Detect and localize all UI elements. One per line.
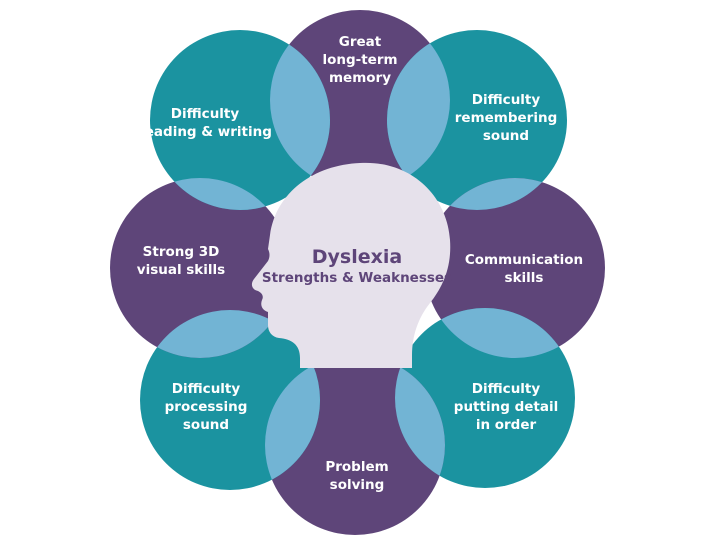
petal-label-line: processing (165, 399, 248, 415)
petal-label-line: Communication (465, 252, 583, 268)
petal-label-line: Difficulty (171, 106, 240, 122)
petal-label-line: sound (183, 417, 229, 433)
petal-label-line: in order (476, 417, 537, 433)
petal-label-line: remembering (455, 110, 557, 126)
petal-label-line: memory (329, 70, 391, 86)
petal-label-bottom-right: Difficulty putting detail in order (454, 381, 558, 433)
center-subtitle: Strengths & Weaknesses (262, 270, 452, 286)
petal-label-top: Great long-term memory (322, 34, 397, 86)
petal-label-line: Difficulty (172, 381, 241, 397)
head-profile-icon (251, 162, 451, 368)
petal-label-bottom-left: Difficulty processing sound (165, 381, 248, 433)
petal-label-line: Strong 3D (143, 244, 220, 260)
petal-label-top-right: Difficulty remembering sound (455, 92, 557, 144)
overlap-bottom-bottom-left (265, 355, 320, 490)
petal-label-line: reading & writing (138, 124, 272, 140)
petal-label-line: putting detail (454, 399, 558, 415)
petal-label-line: Problem (325, 459, 388, 475)
petal-label-line: solving (330, 477, 385, 493)
petal-label-line: skills (505, 270, 544, 286)
petal-label-left: Strong 3D visual skills (137, 244, 225, 278)
petal-label-line: Difficulty (472, 381, 541, 397)
center-title: Dyslexia (312, 246, 402, 268)
petal-label-bottom: Problem solving (325, 459, 388, 493)
petal-label-right: Communication skills (465, 252, 583, 286)
petal-label-line: Difficulty (472, 92, 541, 108)
petal-label-line: long-term (322, 52, 397, 68)
petal-label-line: sound (483, 128, 529, 144)
overlap-bottom-right-bottom (395, 355, 445, 488)
petal-label-line: visual skills (137, 262, 225, 278)
petal-label-top-left: Difficulty reading & writing (138, 106, 272, 140)
petal-label-line: Great (339, 34, 382, 50)
